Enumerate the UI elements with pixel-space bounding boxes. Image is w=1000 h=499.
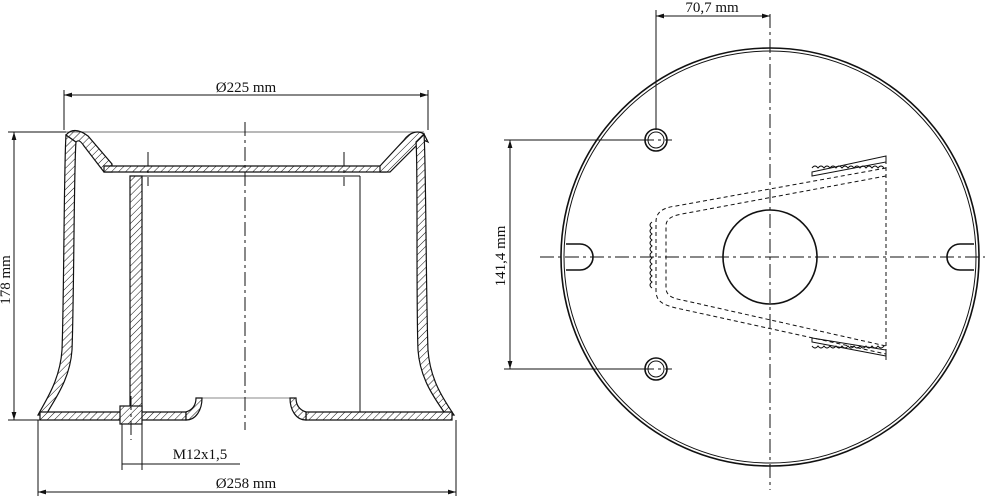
dim-bottom-diameter: Ø258 mm [216, 476, 277, 492]
bottom-step-right [289, 397, 307, 421]
dim-thread: M12x1,5 [173, 447, 228, 463]
inner-post [129, 175, 143, 411]
top-view [540, 14, 985, 490]
weld-top [811, 165, 885, 169]
dim-top-diameter: Ø225 mm [216, 80, 277, 96]
weld-bottom [811, 345, 885, 349]
section-view [36, 122, 456, 440]
bottom-plate-left [39, 411, 187, 421]
bottom-step-left [185, 397, 203, 421]
dim-height: 178 mm [0, 255, 14, 305]
dim-hole-spacing: 141,4 mm [493, 225, 509, 286]
hidden-bracket [655, 167, 887, 355]
right-outer-wall [415, 132, 456, 416]
dim-hole-offset: 70,7 mm [685, 0, 739, 16]
left-outer-wall [36, 133, 77, 416]
bottom-plate-right [305, 411, 453, 421]
left-dimensions: Ø225 mm 178 mm M12x1,5 Ø258 mm [0, 80, 457, 496]
right-dimensions: 70,7 mm 141,4 mm [493, 0, 770, 370]
weld-left [649, 221, 653, 289]
